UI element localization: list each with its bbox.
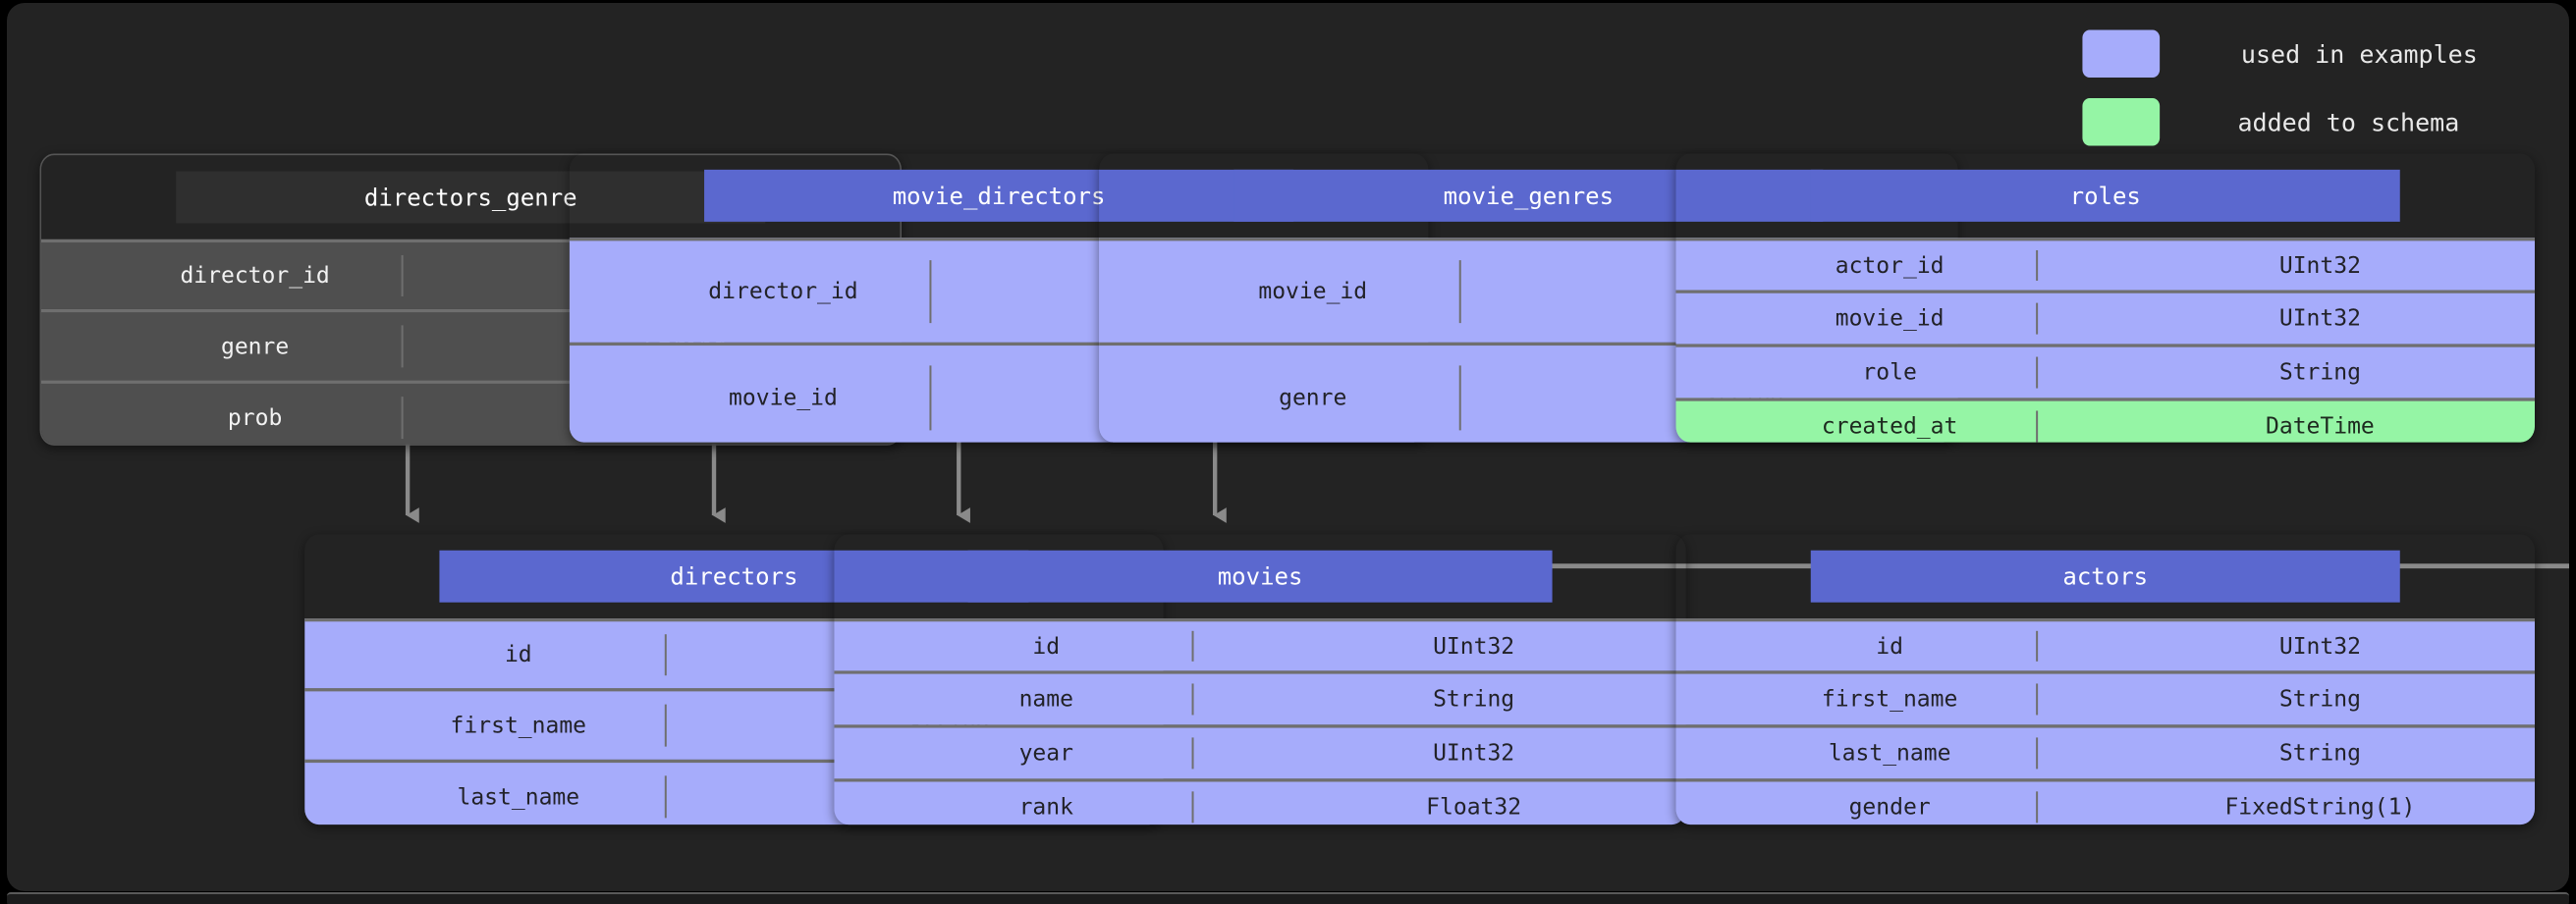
- column-type: String: [2278, 740, 2361, 767]
- column-name: rank: [902, 791, 1194, 824]
- column-type: String: [2278, 359, 2361, 386]
- table-row[interactable]: year UInt32: [834, 724, 1686, 779]
- column-name: role: [1743, 356, 2039, 389]
- legend-item-added-to-schema: added to schema: [2082, 97, 2532, 146]
- table-row[interactable]: id UInt32: [834, 618, 1686, 671]
- column-name: director_id: [636, 260, 932, 324]
- column-type: UInt32: [1432, 633, 1514, 660]
- column-type: UInt32: [2278, 305, 2361, 332]
- column-type: UInt32: [1432, 740, 1514, 767]
- table-row[interactable]: actor_id UInt32: [1675, 238, 2536, 291]
- table-row[interactable]: first_name String: [1675, 670, 2536, 725]
- column-name: year: [902, 737, 1194, 770]
- column-type: Float32: [1425, 794, 1521, 821]
- column-name: movie_id: [636, 365, 932, 431]
- column-type: FixedString(1): [2224, 794, 2416, 821]
- table-title: movie_directors: [704, 169, 1294, 222]
- column-name: last_name: [1743, 737, 2039, 770]
- color-swatch-icon: [2082, 97, 2161, 146]
- column-name: actor_id: [1743, 249, 2039, 281]
- table-row[interactable]: role String: [1675, 344, 2536, 399]
- column-type: DateTime: [2265, 413, 2375, 440]
- column-type: UInt32: [2278, 633, 2361, 660]
- column-name: genre: [1167, 365, 1461, 431]
- next-panel-edge: [7, 892, 2569, 904]
- column-name: last_name: [372, 775, 667, 819]
- table-title: roles: [1810, 169, 2400, 222]
- column-name: movie_id: [1167, 260, 1461, 324]
- legend-label: used in examples: [2241, 39, 2479, 69]
- table-title: directors_genre: [176, 171, 766, 224]
- table-row[interactable]: gender FixedString(1): [1675, 778, 2536, 825]
- table-title: actors: [1810, 550, 2400, 603]
- column-name: director_id: [109, 254, 404, 296]
- table-title: directors: [439, 550, 1029, 603]
- color-swatch-icon: [2082, 29, 2161, 78]
- legend: used in examples added to schema: [2082, 29, 2532, 146]
- column-name: id: [902, 630, 1194, 662]
- legend-label: added to schema: [2237, 107, 2460, 136]
- table-title: movie_genres: [1233, 169, 1824, 222]
- column-name: first_name: [1743, 683, 2039, 716]
- table-row[interactable]: last_name String: [1675, 724, 2536, 779]
- column-name: created_at: [1743, 410, 2039, 443]
- column-name: gender: [1743, 791, 2039, 824]
- table-actors[interactable]: actors id UInt32 first_name String last_…: [1675, 534, 2536, 825]
- column-type: String: [2278, 686, 2361, 713]
- column-name: genre: [109, 325, 404, 368]
- legend-item-used-in-examples: used in examples: [2082, 29, 2532, 78]
- table-movies[interactable]: movies id UInt32 name String year UInt32…: [834, 534, 1686, 825]
- column-name: id: [372, 634, 667, 676]
- column-name: id: [1743, 630, 2039, 662]
- table-row-added[interactable]: created_at DateTime: [1675, 398, 2536, 443]
- column-name: first_name: [372, 704, 667, 747]
- column-name: name: [902, 683, 1194, 716]
- table-row[interactable]: id UInt32: [1675, 618, 2536, 671]
- column-name: prob: [109, 397, 404, 440]
- column-type: String: [1432, 686, 1514, 713]
- column-type: UInt32: [2278, 252, 2361, 279]
- column-name: movie_id: [1743, 302, 2039, 335]
- diagram-panel: used in examples added to schema directo…: [7, 3, 2569, 891]
- table-roles[interactable]: roles actor_id UInt32 movie_id UInt32 ro…: [1675, 154, 2536, 443]
- table-row[interactable]: name String: [834, 670, 1686, 725]
- table-row[interactable]: rank Float32: [834, 778, 1686, 825]
- table-title: movies: [967, 550, 1553, 603]
- table-row[interactable]: movie_id UInt32: [1675, 290, 2536, 345]
